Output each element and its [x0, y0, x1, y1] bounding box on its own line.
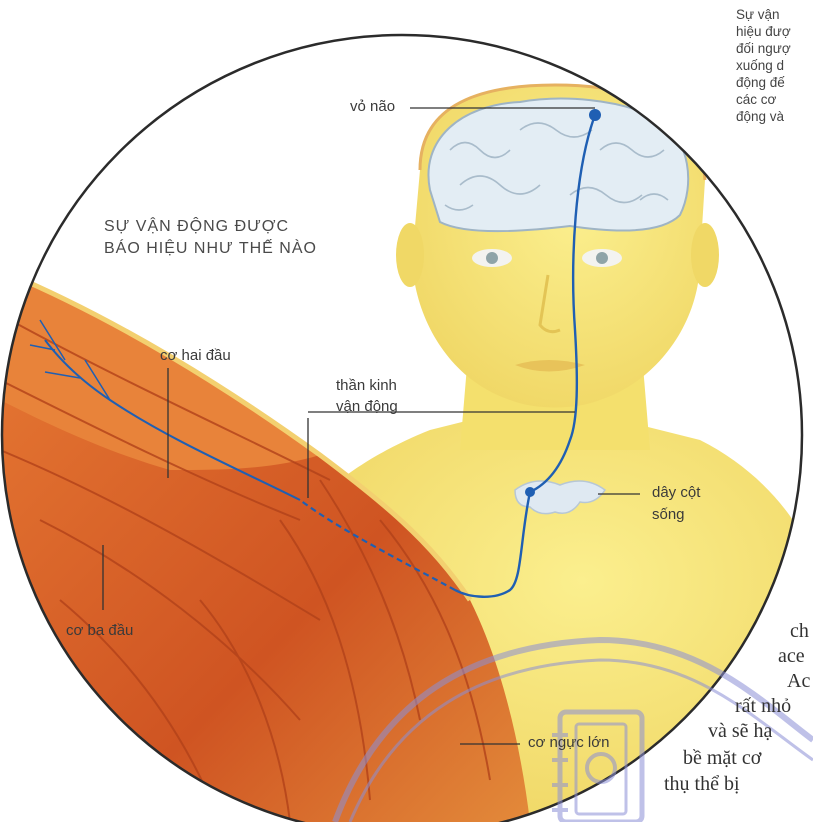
side-line: xuống d — [736, 57, 813, 74]
brain — [428, 99, 688, 231]
cortex-neuron-dot — [589, 109, 601, 121]
diagram-title-line2: BÁO HIỆU NHƯ THẾ NÀO — [104, 240, 317, 258]
left-iris — [486, 252, 498, 264]
body-text-line: Ac — [787, 670, 810, 693]
motor-nerve-label-line1: thần kinh — [336, 377, 397, 394]
right-ear — [691, 223, 719, 287]
cortex-label: vỏ não — [350, 98, 395, 115]
left-ear — [396, 223, 424, 287]
body-text-line: ace — [778, 645, 805, 668]
triceps-label: cơ ba đầu — [66, 622, 133, 639]
side-line: động đế — [736, 74, 813, 91]
spinal-cord-label-line2: sống — [652, 506, 685, 523]
side-line: hiệu đượ — [736, 23, 813, 40]
biceps-label: cơ hai đầu — [160, 347, 231, 364]
side-paragraph: Sự vận hiệu đượ đối ngượ xuống d động đế… — [736, 6, 813, 125]
spinal-cord-label-line1: dây cột — [652, 484, 700, 501]
body-text-line: ch — [790, 620, 809, 643]
side-line: các cơ — [736, 91, 813, 108]
spinal-neuron-dot — [525, 487, 535, 497]
side-line: động và — [736, 108, 813, 125]
pectoral-label: cơ ngực lớn — [528, 734, 609, 751]
right-iris — [596, 252, 608, 264]
side-line: đối ngượ — [736, 40, 813, 57]
side-line: Sự vận — [736, 6, 813, 23]
body-text-line: bề mặt cơ — [683, 747, 761, 770]
body-text-line: và sẽ hạ — [708, 720, 772, 743]
diagram-title-line1: SỰ VẬN ĐỘNG ĐƯỢC — [104, 218, 289, 236]
motor-nerve-label-line2: vận động — [336, 398, 398, 415]
body-text-line: thụ thể bị — [664, 773, 740, 796]
body-text-line: rất nhỏ — [735, 695, 791, 718]
